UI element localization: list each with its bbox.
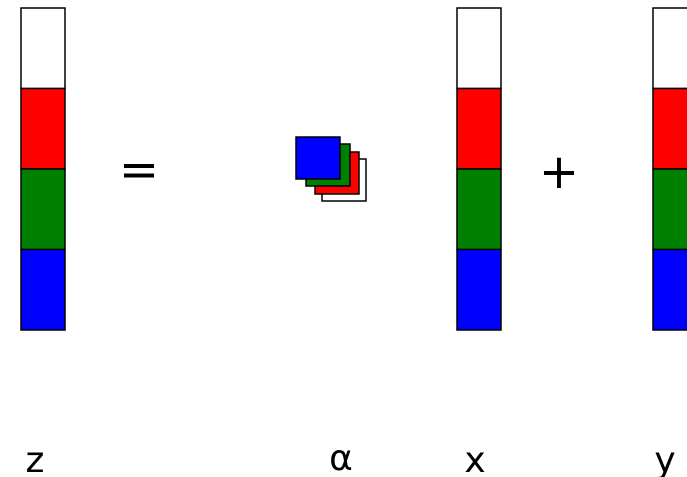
- vector-y-segment-white: [652, 7, 687, 90]
- vector-z-segment-white: [20, 7, 66, 90]
- scalar-alpha: [295, 136, 367, 202]
- label-z: z: [26, 440, 45, 477]
- vector-y: [652, 7, 687, 331]
- scalar-alpha-layer-blue: [295, 136, 341, 180]
- vector-y-segment-red: [652, 87, 687, 170]
- vector-x-segment-green: [456, 168, 502, 251]
- label-x: x: [464, 440, 485, 477]
- equals-sign: =: [119, 142, 159, 198]
- vector-z-segment-blue: [20, 248, 66, 331]
- vector-x: [456, 7, 502, 331]
- vector-x-segment-blue: [456, 248, 502, 331]
- label-y: y: [654, 440, 675, 477]
- vector-y-segment-blue: [652, 248, 687, 331]
- plus-sign: +: [539, 144, 579, 200]
- vector-y-segment-green: [652, 168, 687, 251]
- vector-x-segment-white: [456, 7, 502, 90]
- vector-z-segment-green: [20, 168, 66, 251]
- label-alpha: α: [329, 438, 353, 477]
- vector-z-segment-red: [20, 87, 66, 170]
- vector-z: [20, 7, 66, 331]
- vector-x-segment-red: [456, 87, 502, 170]
